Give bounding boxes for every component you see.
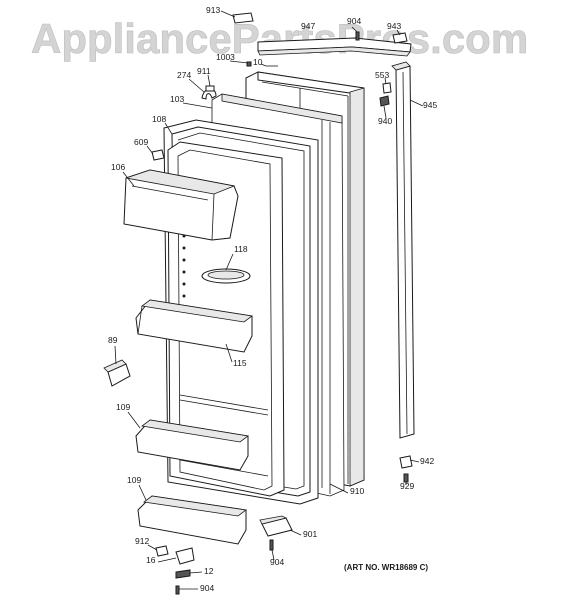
door-bin-upper <box>135 299 253 353</box>
part-label-553: 553 <box>375 70 389 80</box>
bracket-89 <box>103 359 131 387</box>
part-label-10: 10 <box>253 57 263 67</box>
part-label-929: 929 <box>400 481 414 491</box>
clip-943 <box>392 32 408 44</box>
bracket-913 <box>232 12 254 24</box>
part-label-947: 947 <box>301 21 315 31</box>
part-label-910: 910 <box>350 486 364 496</box>
part-label-904b: 904 <box>200 583 214 593</box>
part-label-943: 943 <box>387 21 401 31</box>
cover-901 <box>259 515 293 537</box>
screw-904-top <box>355 31 360 41</box>
part-label-609: 609 <box>134 137 148 147</box>
part-label-16: 16 <box>146 555 156 565</box>
part-label-109b: 109 <box>127 475 141 485</box>
part-label-911: 911 <box>197 66 211 76</box>
part-label-901: 901 <box>303 529 317 539</box>
part-label-913: 913 <box>206 5 220 15</box>
part-label-940: 940 <box>378 116 392 126</box>
part-label-904c: 904 <box>270 557 284 567</box>
part-label-942: 942 <box>420 456 434 466</box>
dairy-compartment-106 <box>123 169 239 241</box>
hinge-cap-609 <box>151 149 165 161</box>
watermark-text: AppliancePartsPros.com <box>31 15 528 62</box>
hinge-parts-912-16-12 <box>155 545 195 595</box>
part-label-109a: 109 <box>116 402 130 412</box>
part-label-945: 945 <box>423 100 437 110</box>
leader-lines <box>114 10 424 590</box>
top-trim-947 <box>257 37 412 57</box>
hinge-parts-274-911 <box>201 61 278 100</box>
part-label-1003: 1003 <box>216 52 235 62</box>
part-label-12: 12 <box>204 566 214 576</box>
door-bin-109-bottom <box>137 495 248 545</box>
part-label-108: 108 <box>152 114 166 124</box>
part-label-912: 912 <box>135 536 149 546</box>
part-label-274: 274 <box>177 70 191 80</box>
screw-904-center <box>269 539 274 551</box>
parts-942-929 <box>399 455 413 483</box>
part-label-118: 118 <box>234 244 248 254</box>
part-label-115: 115 <box>233 358 247 368</box>
art-number-text: (ART NO. WR18689 C) <box>344 563 428 572</box>
side-trim-945 <box>391 61 415 439</box>
hinge-parts-553-940 <box>379 82 392 107</box>
part-label-89: 89 <box>108 335 118 345</box>
part-label-103: 103 <box>170 94 184 104</box>
part-label-904a: 904 <box>347 16 361 26</box>
part-number-labels: 913 947 904 943 10 1003 274 911 553 945 940 103 108 6… <box>108 5 437 593</box>
egg-tray-118 <box>201 268 251 284</box>
part-label-106: 106 <box>111 162 125 172</box>
door-bin-109-middle <box>135 419 249 471</box>
